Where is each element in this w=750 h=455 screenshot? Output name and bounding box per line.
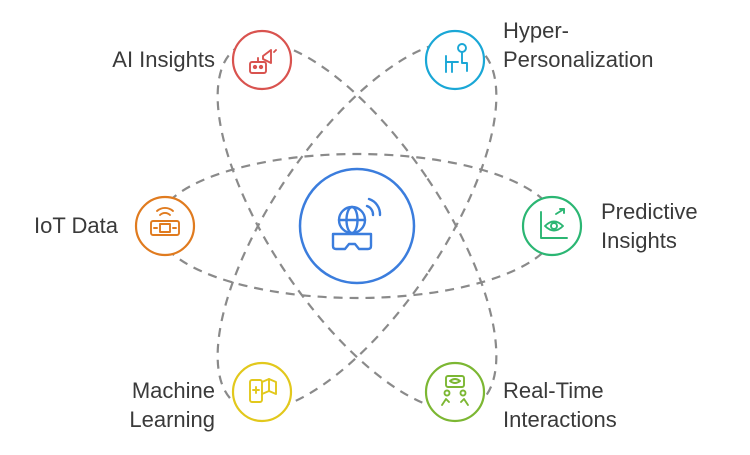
wireless-device-icon — [150, 207, 180, 236]
center-node — [298, 167, 416, 285]
node-predictive-insights — [521, 195, 583, 257]
people-screen-icon — [441, 375, 469, 406]
vr-headset-globe-icon — [331, 197, 382, 251]
node-hyper-personalization — [424, 29, 486, 91]
robot-megaphone-icon — [249, 49, 277, 74]
node-real-time-interactions — [424, 361, 486, 423]
node-machine-learning — [231, 361, 293, 423]
label-iot-data: IoT Data — [34, 213, 118, 238]
node-iot-data — [134, 195, 196, 257]
phone-book-icon — [249, 378, 277, 403]
person-at-desk-icon — [445, 43, 468, 73]
label-predictive-insights: Predictive Insights — [601, 199, 698, 253]
node-ai-insights — [231, 29, 293, 91]
label-hyper-personalization: Hyper- Personalization — [503, 18, 654, 72]
label-real-time-interactions: Real-Time Interactions — [503, 378, 617, 432]
label-ai-insights: AI Insights — [112, 47, 215, 72]
label-machine-learning: Machine Learning — [129, 378, 215, 432]
eye-chart-icon — [540, 208, 568, 239]
